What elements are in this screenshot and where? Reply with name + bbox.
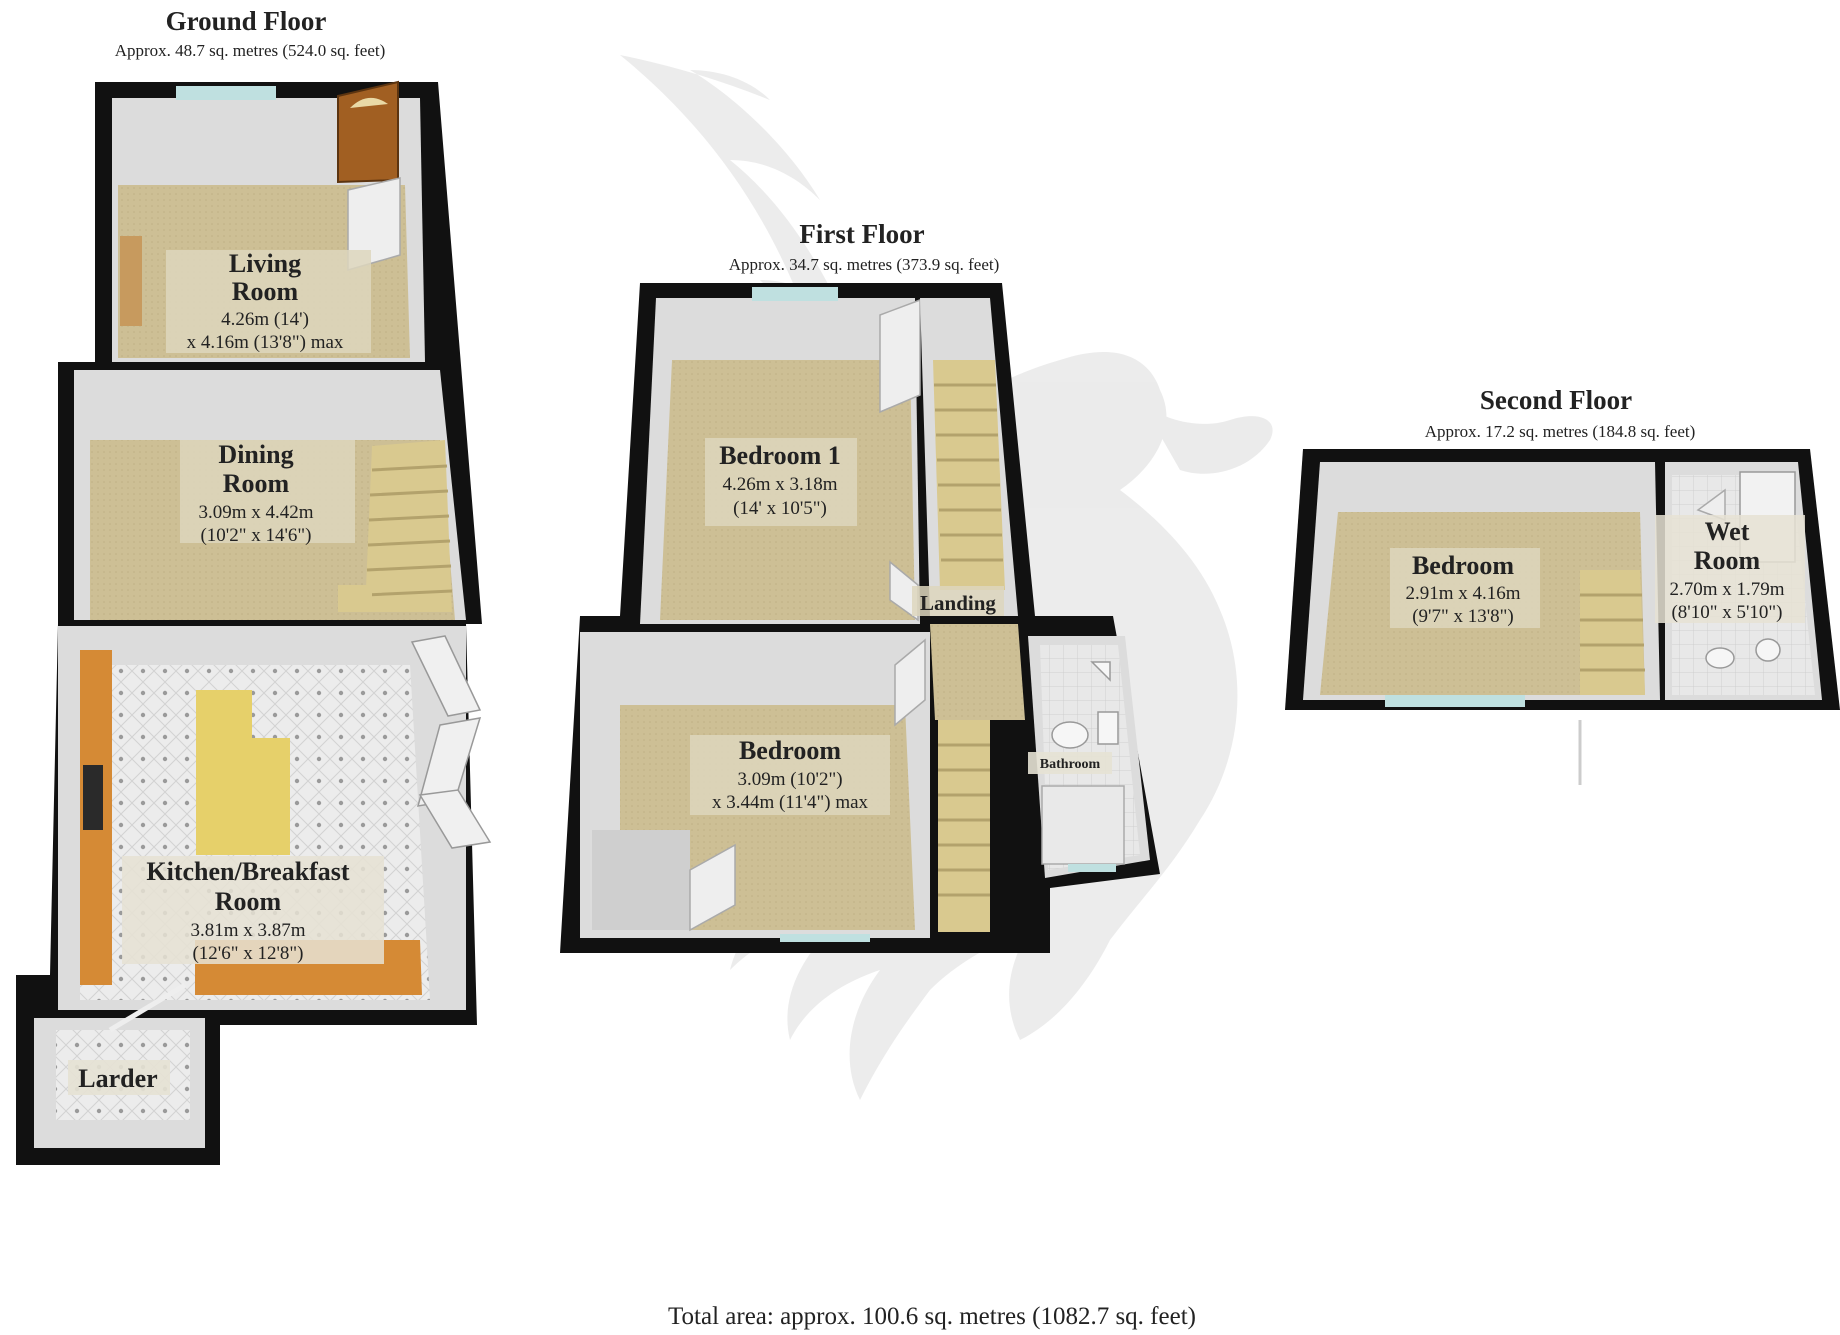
bathroom-cistern bbox=[1097, 711, 1119, 745]
bedroom-first-window bbox=[780, 934, 870, 942]
bedroom-first-cupboard-door bbox=[689, 843, 736, 932]
second-floor: Second Floor Approx. 17.2 sq. metres (18… bbox=[1285, 385, 1840, 785]
first-floor-staircase-upper bbox=[933, 360, 1005, 590]
front-door bbox=[337, 80, 399, 184]
living-room-dim-2: x 4.16m (13'8") max bbox=[187, 332, 344, 353]
larder-name: Larder bbox=[78, 1064, 157, 1093]
bathroom-toilet bbox=[1051, 721, 1089, 749]
wetroom-dim-1: 2.70m x 1.79m bbox=[1669, 579, 1784, 600]
living-room-name-1: Living bbox=[229, 249, 301, 278]
living-room-inner-door bbox=[347, 177, 401, 271]
bedroom-1-window bbox=[752, 287, 838, 301]
bedroom-second-dim-2: (9'7" x 13'8") bbox=[1412, 606, 1514, 627]
bedroom-first-dim-1: 3.09m (10'2") bbox=[737, 769, 842, 790]
bedroom-1-dim-1: 4.26m x 3.18m bbox=[722, 474, 837, 495]
kitchen-name-1: Kitchen/Breakfast bbox=[146, 857, 350, 886]
living-room-name-2: Room bbox=[232, 277, 299, 306]
bathroom-window bbox=[1068, 864, 1116, 872]
bedroom-1-wardrobe-door bbox=[879, 298, 921, 414]
bedroom-1-name: Bedroom 1 bbox=[719, 441, 841, 470]
dining-room-label-bg bbox=[180, 440, 355, 543]
first-floor-area: Approx. 34.7 sq. metres (373.9 sq. feet) bbox=[729, 255, 1000, 274]
landing-name: Landing bbox=[920, 591, 996, 615]
living-room-window bbox=[176, 86, 276, 100]
dining-room-name-2: Room bbox=[223, 469, 290, 498]
kitchen-name-2: Room bbox=[215, 887, 282, 916]
landing-floor bbox=[930, 624, 1025, 720]
bedroom-first-label-bg bbox=[690, 735, 890, 815]
ground-floor-title: Ground Floor bbox=[166, 6, 327, 36]
kitchen-dim-1: 3.81m x 3.87m bbox=[190, 920, 305, 941]
ground-floor-area: Approx. 48.7 sq. metres (524.0 sq. feet) bbox=[115, 41, 386, 60]
bedroom-second-dim-1: 2.91m x 4.16m bbox=[1405, 583, 1520, 604]
kitchen-bifold-doors bbox=[410, 635, 492, 849]
larder-label-bg bbox=[68, 1060, 170, 1095]
bedroom-1-dim-2: (14' x 10'5") bbox=[733, 498, 827, 519]
kitchen-dim-2: (12'6" x 12'8") bbox=[192, 943, 303, 964]
first-floor: First Floor Approx. 34.7 sq. metres (373… bbox=[560, 219, 1160, 953]
bedroom-1-door bbox=[889, 560, 919, 622]
kitchen-label-bg bbox=[122, 856, 384, 964]
first-floor-title: First Floor bbox=[799, 219, 924, 249]
bathroom-label-bg bbox=[1028, 752, 1112, 774]
bathroom-name: Bathroom bbox=[1040, 757, 1101, 772]
second-floor-title: Second Floor bbox=[1480, 385, 1632, 415]
bedroom-1-label-bg bbox=[705, 438, 857, 526]
wetroom-label-bg bbox=[1655, 515, 1805, 623]
bedroom-first-dim-2: x 3.44m (11'4") max bbox=[712, 792, 869, 813]
wetroom-dim-2: (8'10" x 5'10") bbox=[1671, 602, 1782, 623]
dining-room-dim-1: 3.09m x 4.42m bbox=[198, 502, 313, 523]
front-door-fanlight bbox=[350, 97, 388, 108]
bedroom-second-window bbox=[1385, 695, 1525, 707]
first-floor-staircase-lower bbox=[938, 720, 990, 932]
living-room-label-bg bbox=[166, 250, 371, 353]
total-area: Total area: approx. 100.6 sq. metres (10… bbox=[668, 1303, 1196, 1330]
bedroom-first-door bbox=[894, 638, 926, 727]
living-room-fireplace bbox=[120, 236, 142, 326]
landing-label-bg bbox=[912, 586, 1004, 616]
wetroom-toilet bbox=[1705, 647, 1735, 669]
wetroom-basin bbox=[1755, 638, 1781, 662]
bedroom-first-name: Bedroom bbox=[739, 736, 841, 765]
dining-room-name-1: Dining bbox=[218, 440, 293, 469]
ground-floor: Ground Floor Approx. 48.7 sq. metres (52… bbox=[16, 6, 492, 1165]
kitchen-hob bbox=[83, 765, 103, 830]
bedroom-second-label-bg bbox=[1390, 548, 1540, 628]
second-floor-area: Approx. 17.2 sq. metres (184.8 sq. feet) bbox=[1425, 422, 1696, 441]
larder-door bbox=[108, 982, 187, 1033]
kitchen-island bbox=[196, 690, 290, 855]
living-room-dim-1: 4.26m (14') bbox=[221, 309, 309, 330]
second-floor-staircase bbox=[1580, 570, 1645, 695]
dining-room-staircase bbox=[338, 440, 453, 612]
bathroom-basin bbox=[1090, 661, 1111, 682]
wetroom-name-2: Room bbox=[1694, 546, 1761, 575]
bedroom-second-name: Bedroom bbox=[1412, 551, 1514, 580]
bedroom-first-cupboard bbox=[592, 830, 690, 930]
wetroom-name-1: Wet bbox=[1705, 517, 1750, 546]
bathroom-bath bbox=[1041, 785, 1125, 865]
dining-room-dim-2: (10'2" x 14'6") bbox=[200, 525, 311, 546]
